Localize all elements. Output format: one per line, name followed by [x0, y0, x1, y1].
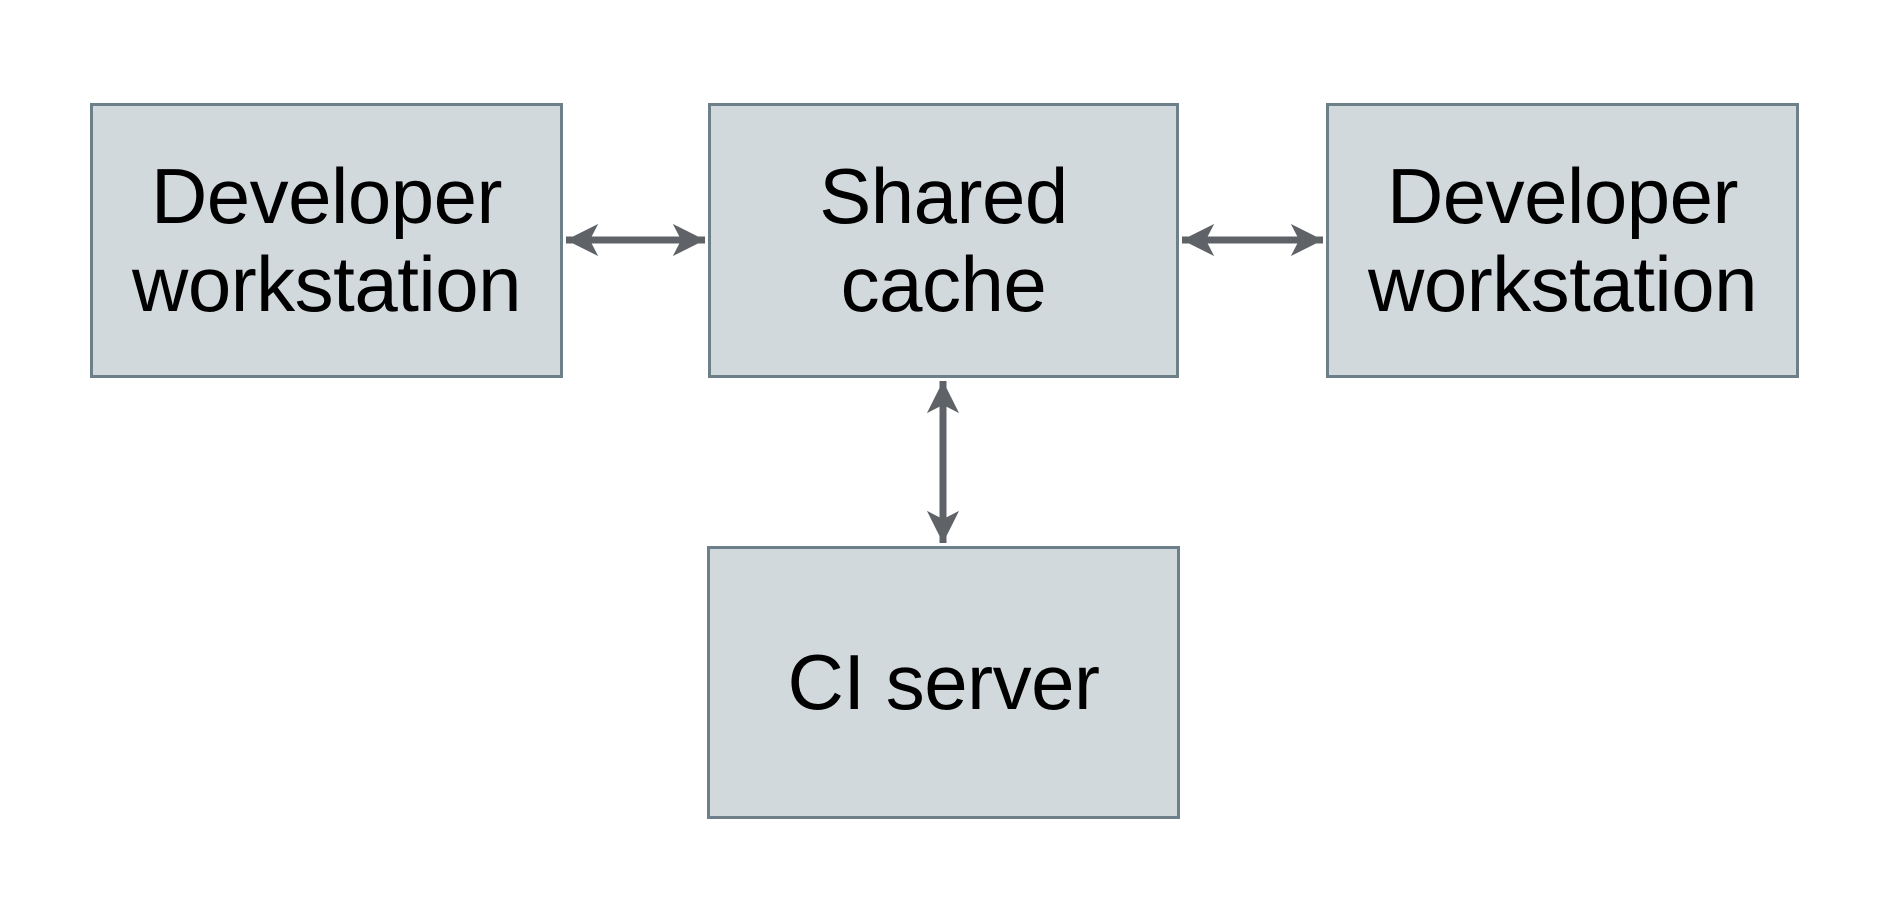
node-label-line: Shared [819, 152, 1068, 241]
node-label-line: cache [840, 239, 1047, 328]
node-label-line: Developer [150, 152, 503, 241]
node-developer-workstation-right: Developer workstation [1326, 103, 1799, 378]
node-developer-workstation-left: Developer workstation [90, 103, 563, 378]
node-ci-server: CI server [707, 546, 1180, 819]
node-label-line: CI server [787, 637, 1100, 726]
node-label-line: Developer [1386, 152, 1739, 241]
node-label-line: workstation [132, 239, 522, 328]
node-shared-cache: Shared cache [708, 103, 1179, 378]
node-label-line: workstation [1368, 239, 1758, 328]
